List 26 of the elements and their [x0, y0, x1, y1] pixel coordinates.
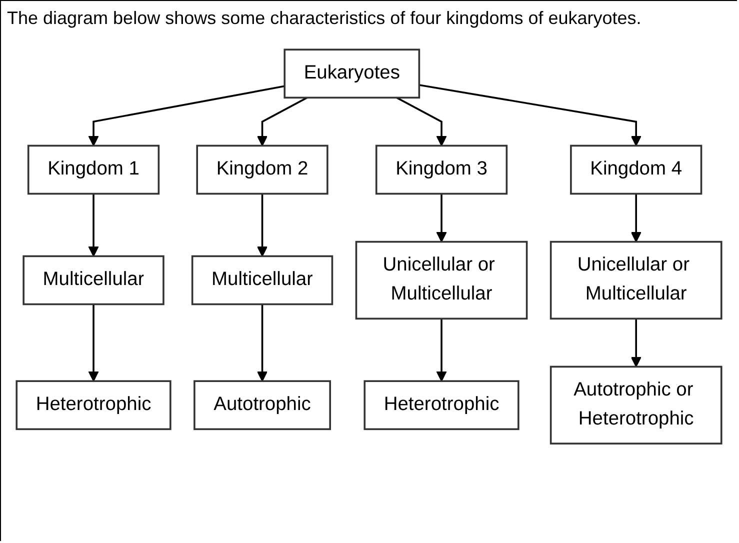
arrow — [630, 193, 642, 242]
arrow — [88, 193, 99, 256]
arrow — [256, 193, 268, 256]
arrow — [396, 96, 447, 146]
node-box: Unicellular or Multicellular — [355, 240, 528, 320]
arrow — [88, 84, 285, 146]
diagram-title: The diagram below shows some characteristics of four kingdoms of eukaryotes. — [7, 7, 642, 30]
arrow — [256, 304, 268, 382]
node-box: Autotrophic or Heterotrophic — [550, 365, 722, 444]
node-box: Heterotrophic — [364, 380, 520, 430]
node-box: Multicellular — [191, 254, 334, 305]
node-box: Autotrophic — [194, 380, 331, 430]
arrow — [88, 304, 99, 382]
node-box: Unicellular or Multicellular — [550, 240, 722, 320]
arrow — [436, 318, 447, 382]
node-box: Kingdom 1 — [27, 144, 160, 194]
node-box: Eukaryotes — [284, 48, 420, 98]
node-box: Multicellular — [22, 254, 164, 305]
arrow — [256, 96, 308, 146]
arrow — [436, 193, 447, 242]
node-box: Kingdom 2 — [196, 144, 328, 194]
node-box: Heterotrophic — [16, 380, 172, 430]
arrow — [630, 318, 642, 367]
arrow — [419, 84, 642, 146]
node-box: Kingdom 4 — [570, 144, 702, 194]
node-box: Kingdom 3 — [375, 144, 508, 194]
